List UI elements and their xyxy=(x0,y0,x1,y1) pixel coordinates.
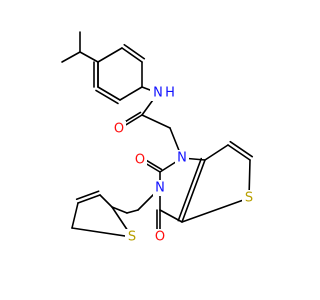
double-bond-ph_tr-ph_r xyxy=(123,43,146,60)
bond-ph_tr-ph_r xyxy=(121,47,143,63)
double-bond-c4a-c7a xyxy=(177,157,203,222)
bond-iso_me1-iso_ch xyxy=(61,51,81,63)
molecule-structure: N H O N O N xyxy=(61,31,256,245)
bond-thc3-thc4 xyxy=(77,194,101,204)
svg-text:O: O xyxy=(135,153,145,168)
bond-layer xyxy=(61,31,254,238)
svg-text:S: S xyxy=(128,230,136,245)
svg-text:O: O xyxy=(114,122,124,137)
thieno-sulfur-atom: S xyxy=(242,190,256,206)
bond-ph_bot-ph_bl xyxy=(97,86,121,101)
svg-text:O: O xyxy=(155,230,165,245)
c4-oxygen-atom: O xyxy=(153,229,167,245)
double-bond-ph_bot-ph_bl xyxy=(95,89,119,105)
bond-cam-ch2 xyxy=(141,114,171,129)
atom-label-layer: N H O N O N xyxy=(112,85,256,245)
amide-nh-atom: N H xyxy=(150,85,178,101)
molecule-canvas: N H O N O N xyxy=(61,31,256,245)
ring-n1-atom: N xyxy=(175,150,189,166)
bond-s1-c4a xyxy=(181,197,250,223)
bond-et1-et2 xyxy=(126,209,139,214)
svg-text:N: N xyxy=(155,181,165,196)
svg-text:S: S xyxy=(245,191,253,206)
bond-ph_top-ph_tr xyxy=(97,47,123,63)
c2-oxygen-atom: O xyxy=(133,152,147,168)
bond-thc4-thc5 xyxy=(71,202,79,229)
svg-text:N: N xyxy=(177,151,187,166)
bond-iso_ch-ph_top xyxy=(79,51,99,63)
bond-thc5-ths xyxy=(71,227,133,238)
bond-et2-thc2 xyxy=(111,206,128,214)
bond-c7a-t7 xyxy=(204,144,229,161)
bond-ph_br-ph_bot xyxy=(119,86,143,101)
double-bond-thc3-thc4 xyxy=(75,190,100,201)
svg-text:N: N xyxy=(153,86,163,101)
svg-text:H: H xyxy=(165,86,175,101)
ring-n3-atom: N xyxy=(153,180,167,196)
bond-c4a-c7a xyxy=(181,159,206,223)
thienyl-sulfur-atom: S xyxy=(125,229,139,245)
double-bond-t7-t6 xyxy=(229,140,254,158)
bond-t7-t6 xyxy=(227,144,251,161)
amide-oxygen-atom: O xyxy=(112,121,126,137)
bond-thc2-thc3 xyxy=(99,194,113,208)
